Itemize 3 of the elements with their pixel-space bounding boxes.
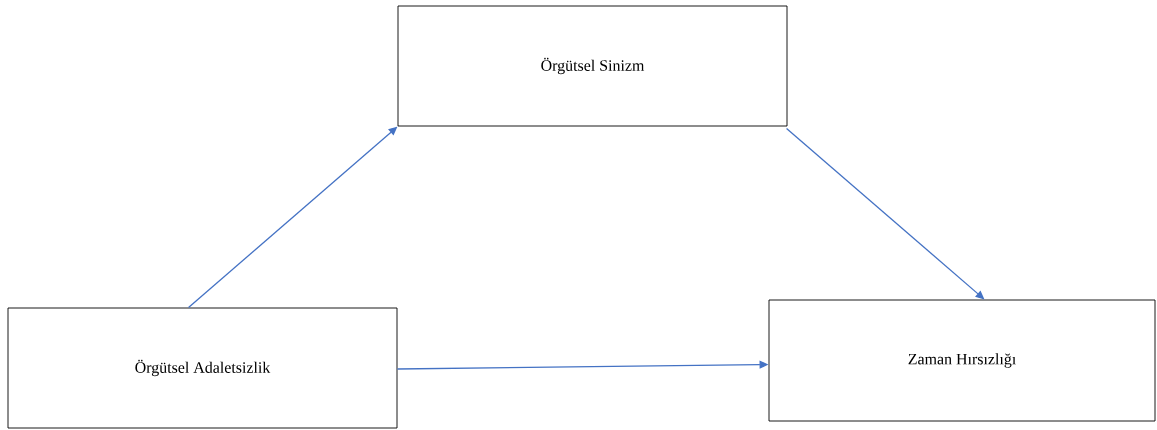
concept-box: Örgütsel Sinizm — [397, 5, 788, 127]
concept-box: Örgütsel Adaletsizlik — [7, 307, 398, 429]
concept-box: Zaman Hırsızlığı — [768, 299, 1156, 422]
